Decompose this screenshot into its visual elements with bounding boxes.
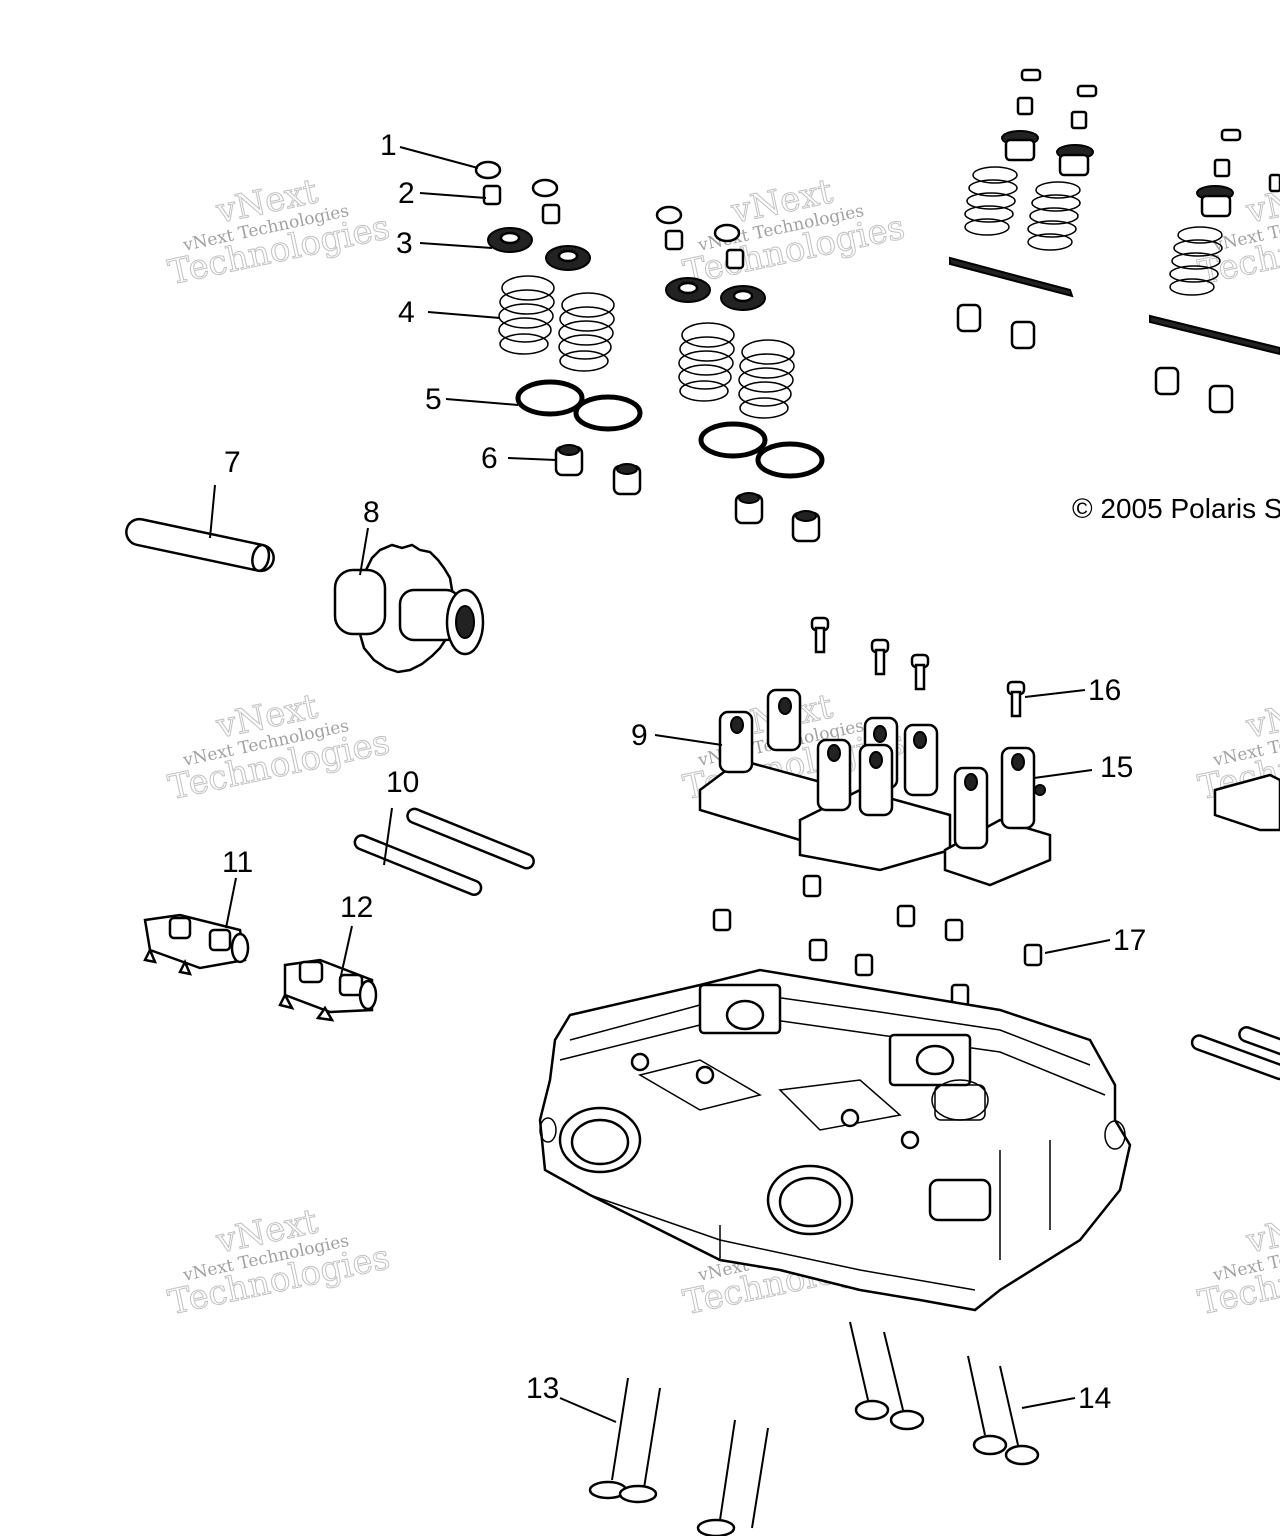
callout-14: 14 xyxy=(1078,1382,1111,1415)
callout-labels: 1 2 3 4 5 6 7 8 9 10 11 12 13 14 15 16 1… xyxy=(222,129,1146,1415)
spring-washer xyxy=(515,379,825,479)
watermark: vNext vNext Technologies Technologies xyxy=(164,686,393,809)
watermark: vNext vNext Technologies Technologies xyxy=(164,1201,393,1324)
callout-4: 4 xyxy=(398,296,415,329)
spring xyxy=(964,166,1018,236)
callout-5: 5 xyxy=(425,383,442,416)
camshaft-sprocket xyxy=(333,543,485,674)
valve-train-set-rear xyxy=(949,68,1280,414)
callout-17: 17 xyxy=(1113,924,1146,957)
valve-train-set-front xyxy=(474,160,825,543)
valve-spring xyxy=(738,339,795,419)
callout-7: 7 xyxy=(224,446,241,479)
watermark: vNext vNext Technologies Technologies xyxy=(1194,1201,1280,1324)
callout-3: 3 xyxy=(396,227,413,260)
valve-keeper xyxy=(474,160,502,180)
valve-spring xyxy=(558,292,615,372)
watermark: vNext vNext Technologies Technologies xyxy=(164,171,393,294)
callout-13: 13 xyxy=(526,1372,559,1405)
rocker-support-partial xyxy=(1213,773,1280,832)
rocker-shaft-support xyxy=(943,746,1052,887)
callout-9: 9 xyxy=(631,719,648,752)
exhaust-valve xyxy=(849,1321,1040,1466)
valve-stem-seal xyxy=(554,444,821,543)
callout-8: 8 xyxy=(363,496,380,529)
watermark: vNext vNext Technologies Technologies xyxy=(679,171,908,294)
leader-lines xyxy=(209,146,1111,1423)
valve-spring xyxy=(678,322,735,402)
rocker-shaft-support xyxy=(798,716,952,872)
rocker-arm-assembly xyxy=(143,913,250,976)
dowel-pin xyxy=(712,874,1043,1007)
callout-16: 16 xyxy=(1088,674,1121,707)
callout-15: 15 xyxy=(1100,751,1133,784)
watermark: vNext vNext Technologies Technologies xyxy=(1194,171,1280,294)
cylinder-head xyxy=(538,968,1132,1312)
spring xyxy=(1169,226,1223,296)
callout-6: 6 xyxy=(481,442,498,475)
rocker-shaft xyxy=(353,807,535,896)
callout-12: 12 xyxy=(340,891,373,924)
rocker-arm-assembly xyxy=(278,958,378,1022)
valve-spring xyxy=(498,275,555,355)
bolt xyxy=(810,616,1026,718)
valve-retainer xyxy=(482,184,502,206)
spring-cap xyxy=(487,227,533,253)
callout-10: 10 xyxy=(386,766,419,799)
camshaft-pin xyxy=(125,517,275,573)
callout-2: 2 xyxy=(398,177,415,210)
callout-1: 1 xyxy=(380,129,397,162)
callout-11: 11 xyxy=(222,846,253,879)
copyright-text: © 2005 Polaris S xyxy=(1072,493,1280,524)
spring xyxy=(1027,181,1081,251)
intake-valve xyxy=(588,1377,769,1536)
rocker-shaft-partial xyxy=(1190,1026,1280,1081)
